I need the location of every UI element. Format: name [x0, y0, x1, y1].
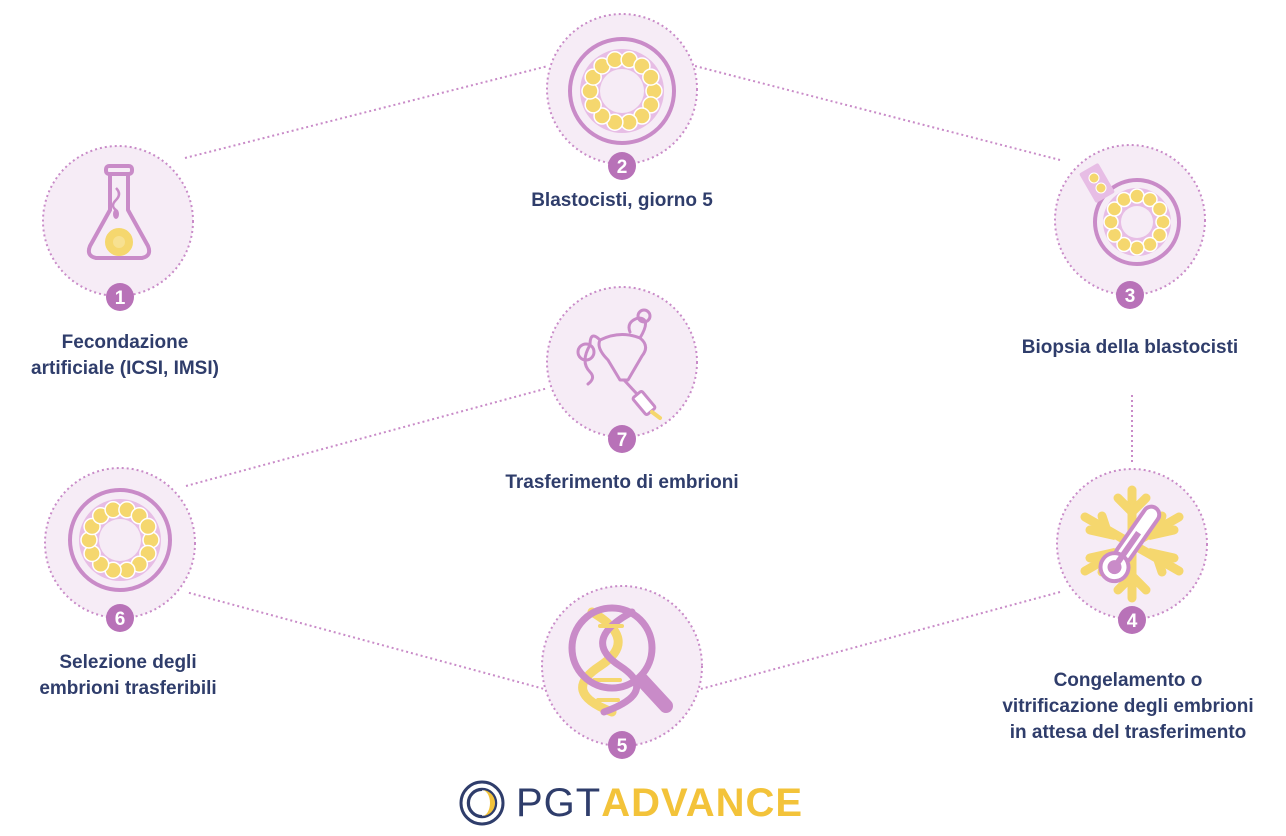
- cell-dot: [1151, 201, 1168, 217]
- pgt-logo-icon: [459, 780, 505, 826]
- step-7-node: 7: [546, 286, 698, 453]
- step-6-label: Selezione degli embrioni trasferibili: [39, 652, 217, 699]
- logo-text-advance: ADVANCE: [601, 780, 804, 825]
- connector-1-2: [184, 65, 549, 159]
- step-4-label: Congelamento o vitrificazione degli embr…: [1002, 670, 1254, 743]
- step-6-badge: [106, 604, 134, 632]
- cell-dot: [1129, 188, 1145, 204]
- flask-icon: [86, 164, 152, 260]
- connectors: [184, 65, 1133, 691]
- step-4-node: 4: [1056, 468, 1208, 634]
- step-5-number: 5: [617, 736, 628, 757]
- step-6-number: 6: [115, 609, 126, 630]
- connector-2-3: [694, 65, 1061, 161]
- step-1-number: 1: [115, 288, 126, 309]
- step-1-circle: [42, 145, 194, 297]
- cell-dot: [642, 68, 660, 86]
- step-2-label: Blastocisti, giorno 5: [531, 190, 713, 211]
- uterus-catheter-icon: [576, 308, 662, 420]
- step-4-badge: [1118, 606, 1146, 634]
- step-1-node: 1: [42, 145, 194, 311]
- step-3-node: 3: [1054, 144, 1206, 309]
- blastocyst-icon: [68, 488, 172, 592]
- cell-dot: [1106, 227, 1123, 243]
- step-2-number: 2: [617, 157, 628, 178]
- step-2-node: 2: [546, 13, 698, 180]
- cell-dot: [1129, 240, 1145, 256]
- dna-magnifier-icon: [568, 604, 673, 717]
- cell-dot: [1151, 227, 1168, 243]
- pgt-advance-logo: PGTADVANCE: [458, 776, 803, 830]
- step-3-label: Biopsia della blastocisti: [1021, 337, 1239, 358]
- cell-dot: [1142, 236, 1158, 253]
- step-2-badge: [608, 152, 636, 180]
- step-7-circle: [546, 286, 698, 438]
- step-1-badge: [106, 283, 134, 311]
- cell-dot: [1116, 191, 1132, 208]
- cell-dot: [139, 517, 157, 536]
- step-6-node: 6: [44, 467, 196, 632]
- biopsy-icon: [1079, 163, 1181, 266]
- cell-dot: [1106, 201, 1123, 217]
- cell-dot: [1142, 191, 1158, 208]
- logo-text-pgt: PGT: [516, 780, 602, 825]
- step-7-label: Trasferimento di embrioni: [505, 472, 739, 493]
- cell-dot: [1155, 214, 1171, 230]
- step-5-node: 5: [541, 585, 703, 759]
- blastocyst-icon: [568, 37, 676, 145]
- step-3-badge: [1116, 281, 1144, 309]
- step-4-number: 4: [1127, 611, 1138, 632]
- step-7-number: 7: [617, 430, 628, 451]
- step-5-badge: [608, 731, 636, 759]
- step-1-label: Fecondazione artificiale (ICSI, IMSI): [31, 332, 219, 379]
- step-3-number: 3: [1125, 286, 1136, 307]
- step-7-badge: [608, 425, 636, 453]
- cell-dot: [1103, 214, 1119, 230]
- snowflake-thermometer-icon: [1080, 485, 1184, 603]
- cell-dot: [1116, 236, 1132, 253]
